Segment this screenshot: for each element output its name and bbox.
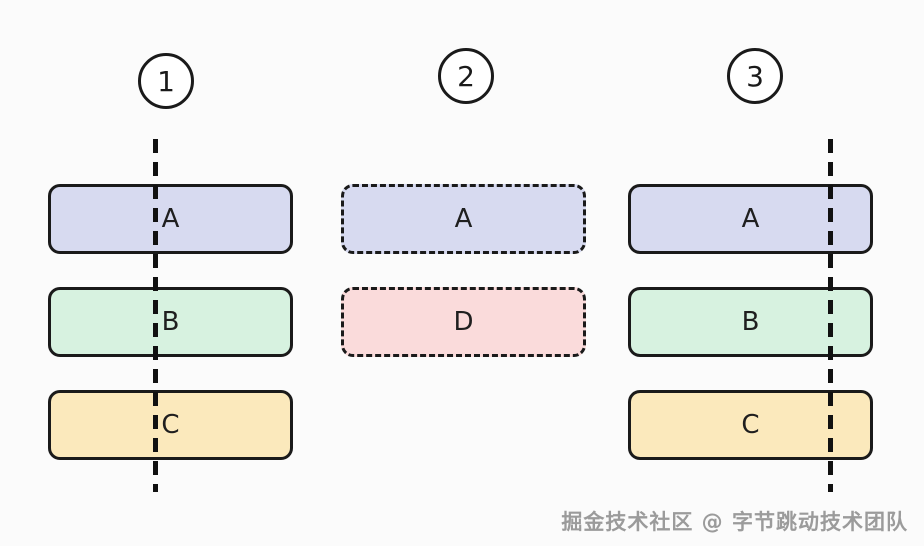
col2-block-a: A bbox=[341, 184, 586, 254]
col2-block-d: D bbox=[341, 287, 586, 357]
step-2-number: 2 bbox=[457, 59, 475, 93]
col3-block-b: B bbox=[628, 287, 873, 357]
step-3-circle: 3 bbox=[727, 48, 783, 104]
col1-dashed-cut-line bbox=[153, 139, 158, 492]
col1-block-c: C bbox=[48, 390, 293, 460]
step-1-number: 1 bbox=[157, 64, 175, 98]
step-2-circle: 2 bbox=[438, 48, 494, 104]
col1-block-b: B bbox=[48, 287, 293, 357]
step-3-number: 3 bbox=[746, 59, 764, 93]
col1-block-a: A bbox=[48, 184, 293, 254]
watermark-text: 掘金技术社区 @ 字节跳动技术团队 bbox=[561, 510, 908, 534]
col3-dashed-cut-line bbox=[828, 139, 833, 492]
col3-block-a: A bbox=[628, 184, 873, 254]
col3-block-c: C bbox=[628, 390, 873, 460]
step-1-circle: 1 bbox=[138, 53, 194, 109]
